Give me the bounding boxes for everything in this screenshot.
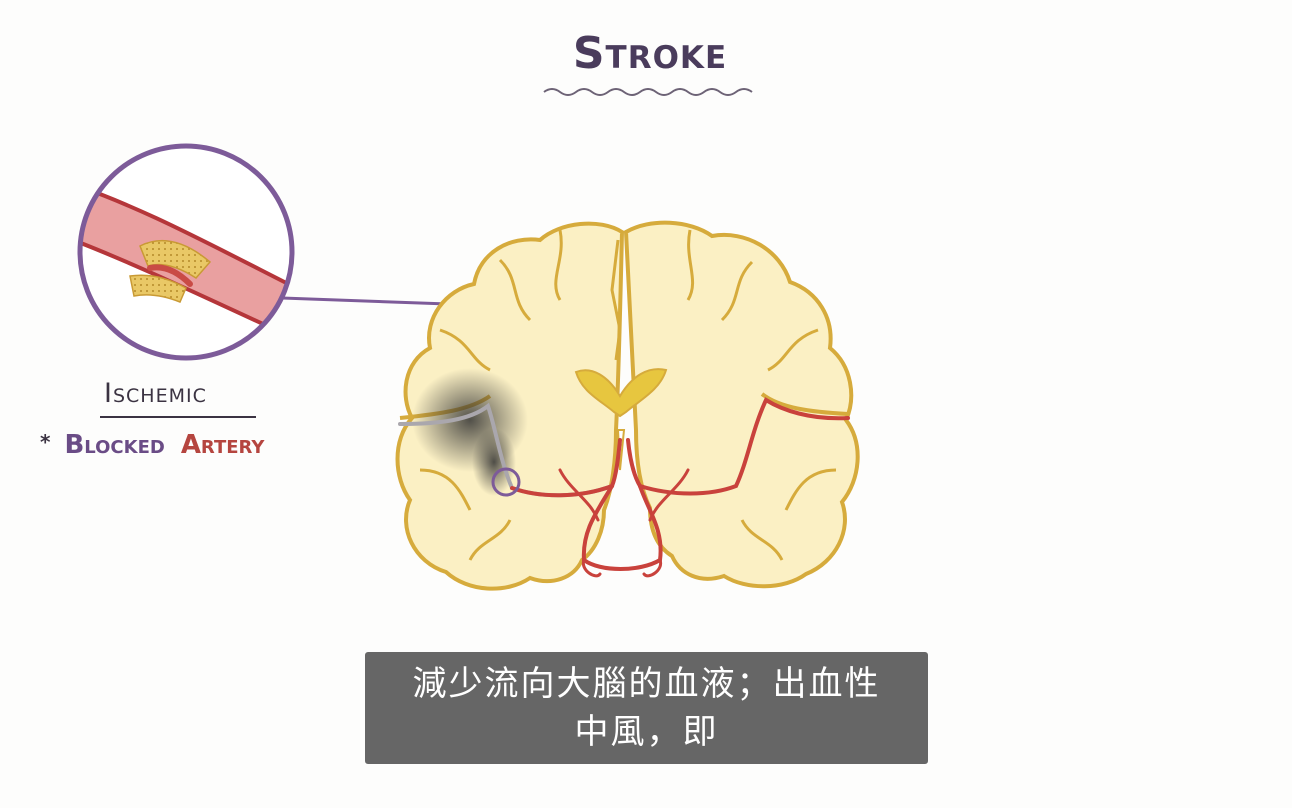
- note-bullet: *: [40, 430, 51, 454]
- title-underline-squiggle: [543, 88, 753, 96]
- right-middle-cerebral-artery: [638, 397, 850, 496]
- note-word-blocked: Blocked: [64, 430, 165, 460]
- subtitle-line-2: 中風，即: [574, 712, 719, 752]
- arterial-circle: [581, 484, 663, 571]
- plaque-bottom: [129, 274, 187, 303]
- ischemic-label: Ischemic: [104, 378, 207, 409]
- lateral-ventricles: [574, 368, 668, 418]
- blocked-artery-note: * Blocked Artery: [40, 430, 264, 460]
- subtitle-caption: 減少流向大腦的血液；出血性 中風，即: [365, 652, 928, 764]
- zoom-lens-ring: [77, 143, 295, 361]
- note-word-artery: Artery: [180, 430, 265, 460]
- cerebral-arteries: [398, 397, 850, 578]
- clot: [147, 264, 193, 287]
- zoom-lens: [77, 143, 295, 361]
- blockage-marker: [491, 467, 521, 497]
- subtitle-line-1: 減少流向大腦的血液；出血性: [412, 664, 881, 704]
- brain-coronal-section: [395, 220, 860, 591]
- right-lateral-fissure: [760, 392, 849, 416]
- ischemic-underline: [100, 416, 256, 418]
- slide-title: Stroke: [572, 28, 728, 79]
